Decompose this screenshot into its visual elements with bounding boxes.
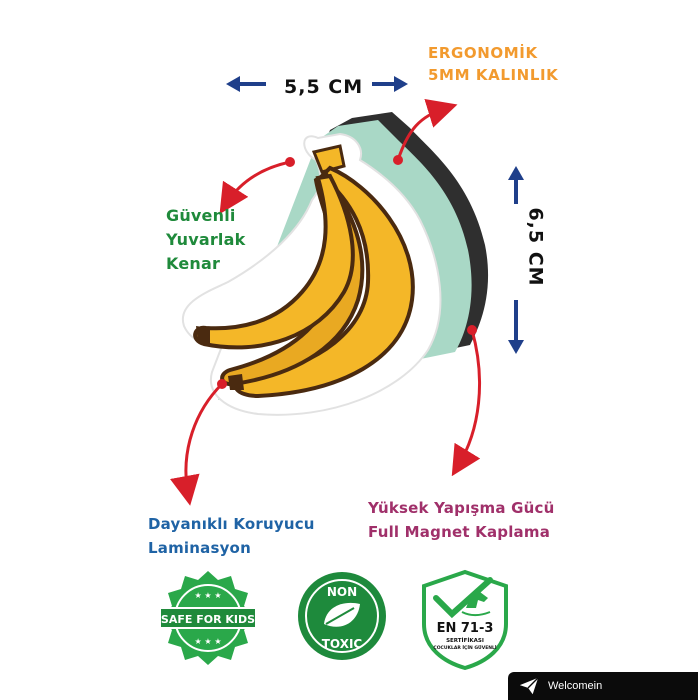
svg-text:SERTİFİKASI: SERTİFİKASI	[446, 637, 484, 644]
banana-back	[233, 165, 415, 399]
safe-for-kids-badge: SAFE FOR KIDS ★ ★ ★ ★ ★ ★	[159, 571, 257, 665]
lamination-label: Dayanıklı Koruyucu Laminasyon	[148, 515, 315, 557]
leaf-icon	[324, 602, 360, 627]
height-dimension: 6,5 CM	[524, 207, 547, 287]
en71-text: EN 71-3	[437, 621, 494, 636]
non-toxic-badge: NON TOXIC	[298, 572, 386, 660]
magnet-arrow	[451, 329, 482, 477]
watermark-text: Welcomein	[548, 680, 603, 692]
ergonomic-label: ERGONOMİK 5MM KALINLIK	[428, 44, 559, 84]
svg-text:★ ★ ★: ★ ★ ★	[194, 591, 221, 600]
paper-plane-icon	[519, 677, 539, 695]
banana-tip-bottom	[228, 374, 244, 390]
rocking-horse-icon	[461, 592, 491, 616]
non-text: NON	[327, 585, 357, 599]
banana-tip-left	[196, 326, 210, 344]
safe-for-kids-text: SAFE FOR KIDS	[161, 613, 255, 626]
svg-text:★ ★ ★: ★ ★ ★	[194, 637, 221, 646]
edge-arrow	[219, 160, 291, 215]
svg-text:ÇOCUKLAR İÇİN GÜVENLİ: ÇOCUKLAR İÇİN GÜVENLİ	[433, 644, 496, 651]
lamination-arrow	[170, 382, 224, 506]
welcomein-watermark: Welcomein	[508, 672, 698, 700]
ergonomic-arrow	[396, 98, 458, 161]
en71-badge: EN 71-3 SERTİFİKASI ÇOCUKLAR İÇİN GÜVENL…	[422, 569, 508, 670]
width-dimension: 5,5 CM	[284, 76, 364, 98]
safe-edge-label: Güvenli Yuvarlak Kenar	[166, 206, 246, 273]
check-icon	[433, 577, 493, 619]
banana-stem	[311, 144, 346, 174]
banana-front	[193, 173, 355, 350]
magnet-label: Yüksek Yapışma Gücü Full Magnet Kaplama	[368, 499, 555, 541]
toxic-text: TOXIC	[322, 637, 363, 651]
